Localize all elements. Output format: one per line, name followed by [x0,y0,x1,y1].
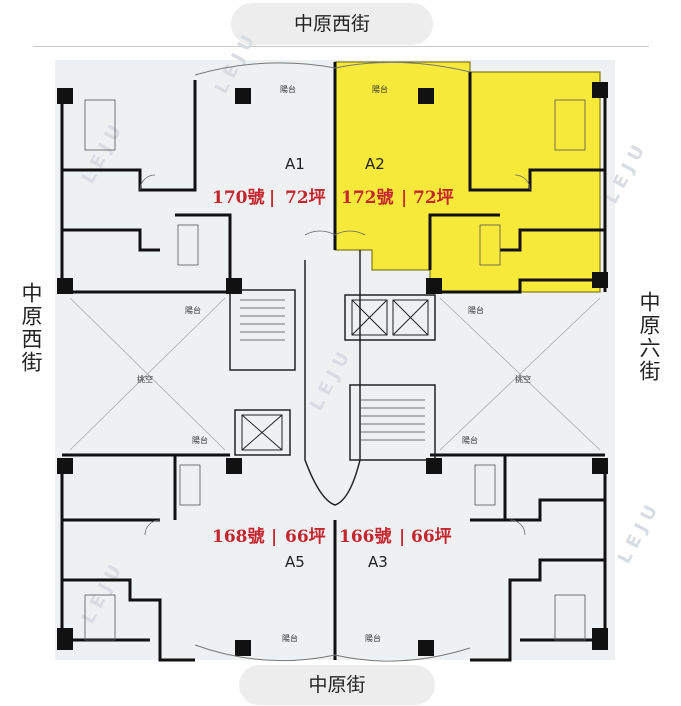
info-separator: | [401,188,407,208]
unit-id-a2: A2 [365,155,385,173]
unit-number-a1: 170號 [212,188,265,208]
info-separator: | [269,188,275,208]
balcony-label-left-mid: 陽台 [185,305,201,315]
balcony-label-a1: 陽台 [280,84,296,94]
core-walls [229,250,436,506]
watermark-7: LEJU [614,496,665,567]
info-separator: | [271,527,277,547]
unit-number-a5: 168號 [212,527,265,547]
bathroom-fixtures [84,99,586,641]
unit-area-a2: 72坪 [413,188,454,208]
unit-id-a1: A1 [285,155,305,173]
top-street-label: 中原西街 [231,3,433,45]
unit-number-a2: 172號 [341,188,394,208]
info-separator: | [399,527,405,547]
balcony-label-left-low: 陽台 [192,435,208,445]
void-cross-lines [69,297,601,451]
unit-area-a5: 66坪 [285,527,326,547]
void-label-right: 挑空 [515,374,531,384]
divider-line [33,46,649,47]
left-street-label: 中原西街 [19,282,43,374]
unit-id-a5: A5 [285,553,305,571]
balcony-label-right-low: 陽台 [462,435,478,445]
balcony-label-a3: 陽台 [365,633,381,643]
bottom-street-label: 中原街 [239,665,435,705]
unit-a2-highlight [334,61,601,293]
unit-area-a1: 72坪 [285,188,326,208]
unit-area-a3: 66坪 [411,527,452,547]
balcony-label-a2: 陽台 [372,84,388,94]
unit-id-a3: A3 [368,553,388,571]
elevator-icon [241,299,429,451]
balcony-label-right-mid: 陽台 [468,305,484,315]
void-label-left: 挑空 [137,374,153,384]
structural-columns [57,82,608,656]
unit-number-a3: 166號 [339,527,392,547]
stairs-icon [240,299,425,441]
balcony-arcs [194,61,471,662]
balcony-label-a5: 陽台 [282,633,298,643]
door-swings [139,174,531,536]
right-street-label: 中原六街 [637,291,661,383]
